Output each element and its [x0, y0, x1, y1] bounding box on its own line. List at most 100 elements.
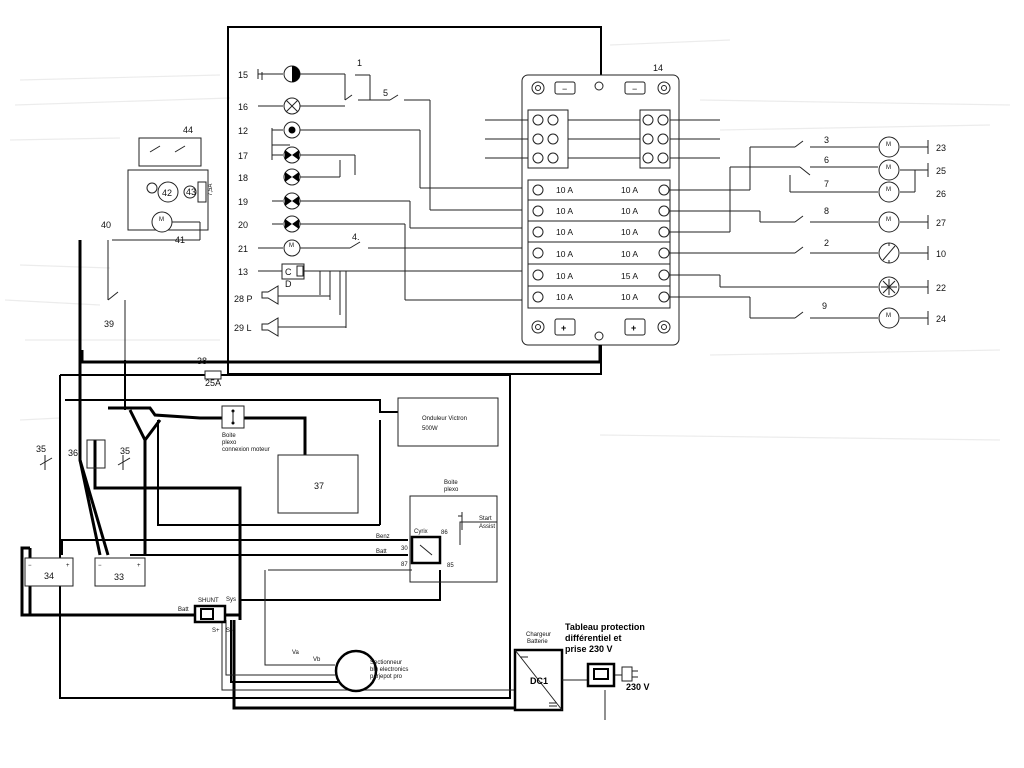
fuse-right-2: 10 A: [621, 206, 638, 216]
label-35-left: 35: [36, 444, 46, 454]
fuse-right-4: 10 A: [621, 249, 638, 259]
panel-title-line2: différentiel et: [565, 633, 622, 643]
fuse-right-6: 10 A: [621, 292, 638, 302]
switch-label-8: 8: [824, 206, 829, 216]
plug-icon: [621, 666, 633, 682]
label-38: 38: [197, 356, 207, 366]
wire-va: Va: [292, 650, 300, 656]
switch-label-4: 4.: [352, 232, 360, 242]
switch-label-7: 7: [824, 179, 829, 189]
fuse-left-6: 10 A: [556, 292, 573, 302]
relay-box-cyrix: Boite plexo Start Assist Cyrix 86 30 87 …: [376, 480, 498, 583]
motor-icon: [878, 159, 900, 181]
component-37: [277, 454, 359, 514]
battery-34: [24, 557, 74, 587]
relay-85: 85: [447, 563, 454, 569]
fuse-left-1: 10 A: [556, 185, 573, 195]
fuse-panel: 14 − − + +: [485, 63, 720, 346]
motor-letter: M: [886, 313, 891, 319]
load-label-26: 26: [936, 189, 946, 199]
wire-vb: Vb: [313, 657, 321, 663]
horn-icon: [261, 285, 279, 305]
label-16: 16: [238, 102, 248, 112]
panel-plus-right: +: [631, 323, 636, 333]
left-label-group: 15 16 12 17 18 19 20 21 13 28 P 29 L 1 5…: [234, 58, 388, 333]
label-20: 20: [238, 220, 248, 230]
panel-title-line1: Tableau protection: [565, 622, 645, 632]
switch-label-5: 5: [383, 88, 388, 98]
motor-letter: M: [886, 187, 891, 193]
battery-separator-icon: [334, 649, 378, 693]
label-43: 43: [186, 187, 196, 197]
component-37-label: 37: [314, 481, 324, 491]
fuse-left-4: 10 A: [556, 249, 573, 259]
svg-text:+: +: [66, 563, 70, 569]
label-15: 15: [238, 70, 248, 80]
load-label-23: 23: [936, 143, 946, 153]
fuse-right-1: 10 A: [621, 185, 638, 195]
batteries: 34 − + 33 − +: [24, 557, 146, 587]
motor-letter: M: [886, 165, 891, 171]
separator-line2: blu electronics: [370, 667, 408, 673]
fuse-panel-number: 14: [653, 63, 663, 73]
motor-letter: M: [159, 217, 164, 223]
label-13: 13: [238, 267, 248, 277]
load-label-22: 22: [936, 283, 946, 293]
inverter-box: [397, 397, 499, 447]
motor-icon: [878, 211, 900, 233]
bilge-subcircuit: M 44 42 43 7,5A 40 41 39: [101, 125, 214, 360]
separator-line3: parjepot pro: [370, 674, 403, 680]
scan-background: [4, 39, 1011, 441]
load-label-27: 27: [936, 218, 946, 228]
switch-label-2: 2: [824, 238, 829, 248]
motor-icon: [878, 136, 900, 158]
motor-icon: [878, 307, 900, 329]
switch-label-9: 9: [822, 301, 827, 311]
motor-connection-box: Boite plexo connexion moteur: [221, 405, 270, 453]
label-44: 44: [183, 125, 193, 135]
switch-label-3: 3: [824, 135, 829, 145]
relay-letter-d: D: [285, 279, 292, 289]
label-41: 41: [175, 235, 185, 245]
label-fuse-75: 7,5A: [208, 184, 214, 196]
relay-letter-c: C: [285, 267, 292, 277]
shunt-minus: −: [232, 622, 236, 628]
shunt-sys: Sys: [226, 597, 236, 603]
battery-34-label: 34: [44, 571, 54, 581]
shunt-batt: Batt: [178, 607, 189, 613]
label-12: 12: [238, 126, 248, 136]
horn-icon: [261, 317, 279, 337]
svg-text:−: −: [98, 563, 102, 569]
label-42: 42: [162, 188, 172, 198]
panel-plus-left: +: [561, 323, 566, 333]
fuse-right-3: 10 A: [621, 227, 638, 237]
fuse-left-2: 10 A: [556, 206, 573, 216]
relay-30: 30: [401, 546, 408, 552]
charger-line1: Chargeur: [526, 632, 551, 638]
cyrix-label: Cyrix: [414, 529, 428, 535]
label-21: 21: [238, 244, 248, 254]
battery-charger: Chargeur Batterie DC1: [513, 632, 588, 712]
right-outputs: M M M M M: [670, 136, 929, 329]
right-label-group: 3 6 7 8 2 9 23 25 26 27 10 22 24: [822, 135, 946, 324]
label-40: 40: [101, 220, 111, 230]
switch-label-6: 6: [824, 155, 829, 165]
battery-switches: 35 36 35: [36, 439, 131, 470]
component-rows: M: [257, 65, 525, 337]
panel-minus-left: −: [562, 84, 567, 94]
start-line1: Start: [479, 516, 492, 522]
label-28p: 28 P: [234, 294, 253, 304]
voltage-230: 230 V: [626, 682, 650, 692]
motor-icon: [878, 181, 900, 203]
start-line2: Assist: [479, 524, 495, 530]
negative-terminals: [485, 109, 720, 169]
fuse-right-5: 15 A: [621, 271, 638, 281]
battery-33-label: 33: [114, 572, 124, 582]
relay-box-line2: plexo: [444, 487, 459, 493]
relay-box-line1: Boite: [444, 480, 458, 486]
load-label-24: 24: [936, 314, 946, 324]
load-label-25: 25: [936, 166, 946, 176]
label-19: 19: [238, 197, 248, 207]
power-wiring: [20, 240, 622, 720]
